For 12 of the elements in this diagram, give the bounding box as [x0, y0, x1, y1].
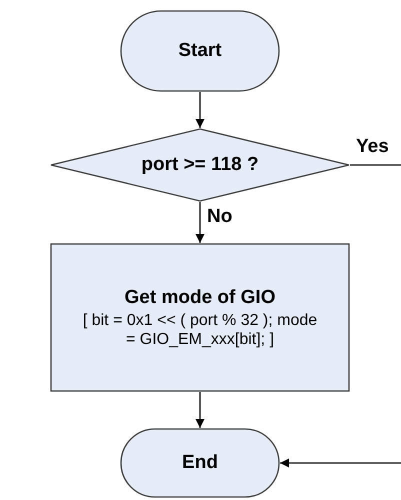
- node-title: port >= 118 ?: [141, 154, 259, 176]
- node-title: End: [182, 452, 218, 474]
- arrow: [196, 202, 204, 243]
- decision-diamond: [50, 128, 350, 202]
- arrow: [196, 392, 204, 428]
- arrow: [280, 458, 401, 468]
- arrow: [196, 92, 204, 128]
- node-title: Start: [178, 40, 222, 62]
- process-box: [50, 243, 350, 392]
- node-title: Get mode of GIO: [124, 286, 276, 308]
- connector-line: [350, 164, 401, 166]
- node-description: [ bit = 0x1 << ( port % 32 ); mode = GIO_EM_xxx[bit]; ]: [82, 310, 318, 348]
